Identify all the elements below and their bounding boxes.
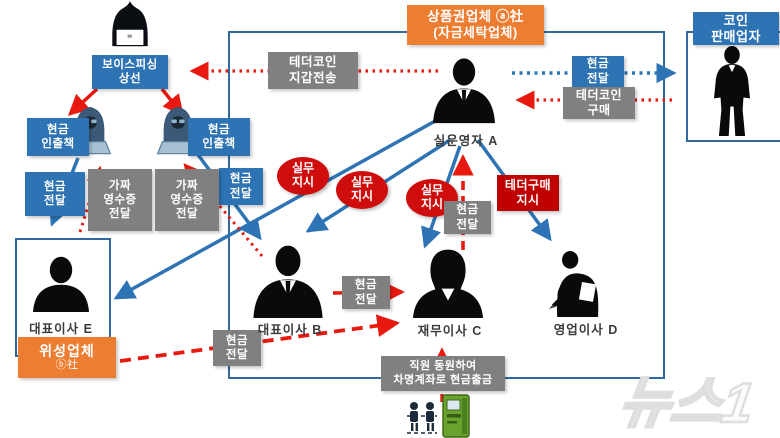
withdrawer-right-label: 현금 인출책 [188, 118, 250, 156]
laundering-company-name: 상품권업체 ⓐ社 [427, 9, 524, 25]
atm-withdrawal-note: 직원 동원하여 차명계좌로 현금출금 [381, 356, 505, 391]
cash-delivery-left-label: 현금 전달 [25, 172, 85, 216]
hacker-hood-icon [98, 1, 162, 59]
operator-a-label: 실운영자 A [433, 134, 499, 148]
laundering-company-subtitle: (자금세탁업체) [433, 25, 518, 41]
tether-wallet-transfer-label: 테더코인 지갑전송 [268, 52, 358, 89]
fake-receipt-left-label: 가짜 영수증 전달 [88, 169, 152, 231]
fake-receipt-right-label: 가짜 영수증 전달 [155, 169, 219, 231]
ceo-b-label: 대표이사 B [257, 323, 323, 337]
cash-c-to-a-label: 현금 전달 [444, 201, 491, 234]
sales-d-figure [545, 247, 613, 319]
cfo-c-label: 재무이사 C [417, 324, 483, 338]
ceo-e-figure [26, 250, 96, 318]
operator-a-figure [428, 50, 500, 130]
cash-delivery-right-label: 현금 전달 [219, 168, 263, 205]
atm-and-employees-icon [405, 394, 480, 438]
phishing-boss-label: 보이스피싱 상선 [92, 55, 168, 89]
satellite-company-subtitle: ⓑ社 [55, 359, 79, 372]
cfo-c-figure [408, 248, 488, 318]
cash-b-to-c-label: 현금 전달 [342, 276, 390, 309]
coin-seller-figure [700, 46, 764, 136]
satellite-company-title: 위성업체 ⓑ社 [18, 337, 116, 378]
ceo-e-label: 대표이사 E [29, 322, 93, 336]
work-order-oval-1: 실무 지시 [277, 157, 329, 195]
ceo-b-figure [246, 244, 330, 318]
withdrawer-left-label: 현금 인출책 [27, 118, 89, 156]
laundering-company-title: 상품권업체 ⓐ社 (자금세탁업체) [407, 5, 544, 45]
work-order-oval-2: 실무 지시 [336, 171, 388, 209]
cash-to-coin-seller-label: 현금 전달 [572, 56, 624, 87]
satellite-company-name: 위성업체 [39, 342, 95, 359]
coin-seller-title: 코인 판매업자 [693, 12, 779, 45]
tether-purchase-order-label: 테더구매 지시 [497, 175, 559, 211]
news1-watermark: 뉴스1 [614, 369, 760, 435]
sales-d-label: 영업이사 D [553, 323, 619, 337]
tether-coin-purchase-label: 테더코인 구매 [563, 87, 635, 119]
